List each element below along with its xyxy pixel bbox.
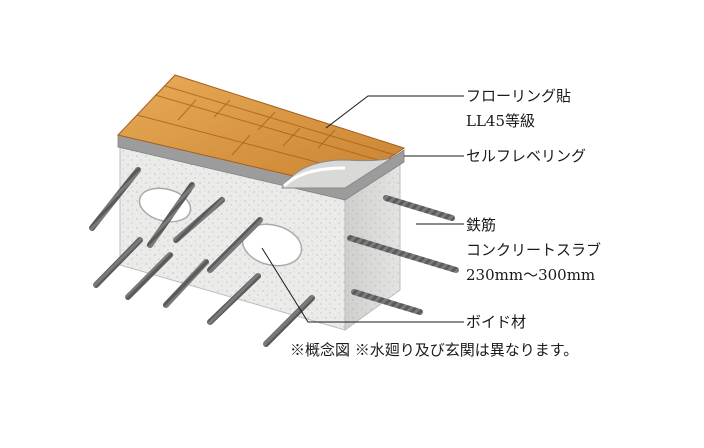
rebar bbox=[207, 217, 263, 273]
rebar-group bbox=[89, 167, 459, 347]
rebar bbox=[89, 167, 141, 231]
concept-note: ※概念図 ※水廻り及び玄関は異なります。 bbox=[290, 341, 578, 359]
rebar bbox=[173, 197, 225, 243]
rebar bbox=[125, 252, 173, 300]
flooring-label: フローリング貼 bbox=[466, 87, 571, 105]
rebar bbox=[147, 182, 195, 248]
flooring-cutaway bbox=[281, 157, 393, 189]
slab-thickness-label: 230mm〜300mm bbox=[466, 266, 595, 284]
flooring-layer bbox=[117, 74, 406, 189]
void-label: ボイド材 bbox=[466, 313, 526, 331]
slab-label: コンクリートスラブ bbox=[466, 241, 601, 259]
rebar bbox=[207, 273, 261, 325]
rebar bbox=[347, 235, 459, 273]
void-holes bbox=[138, 187, 303, 267]
self-leveling-label: セルフレベリング bbox=[466, 147, 586, 165]
leader-lines bbox=[261, 95, 464, 323]
rebar bbox=[93, 237, 143, 288]
rebar bbox=[383, 195, 455, 221]
leader-void bbox=[261, 247, 464, 323]
void-hole bbox=[138, 187, 192, 223]
rebar bbox=[351, 289, 423, 315]
rebar-label: 鉄筋 bbox=[466, 216, 496, 234]
rebar bbox=[263, 295, 315, 347]
flooring-grade-label: LL45等級 bbox=[466, 112, 535, 130]
rebar bbox=[163, 259, 209, 308]
leader-flooring bbox=[325, 95, 464, 129]
